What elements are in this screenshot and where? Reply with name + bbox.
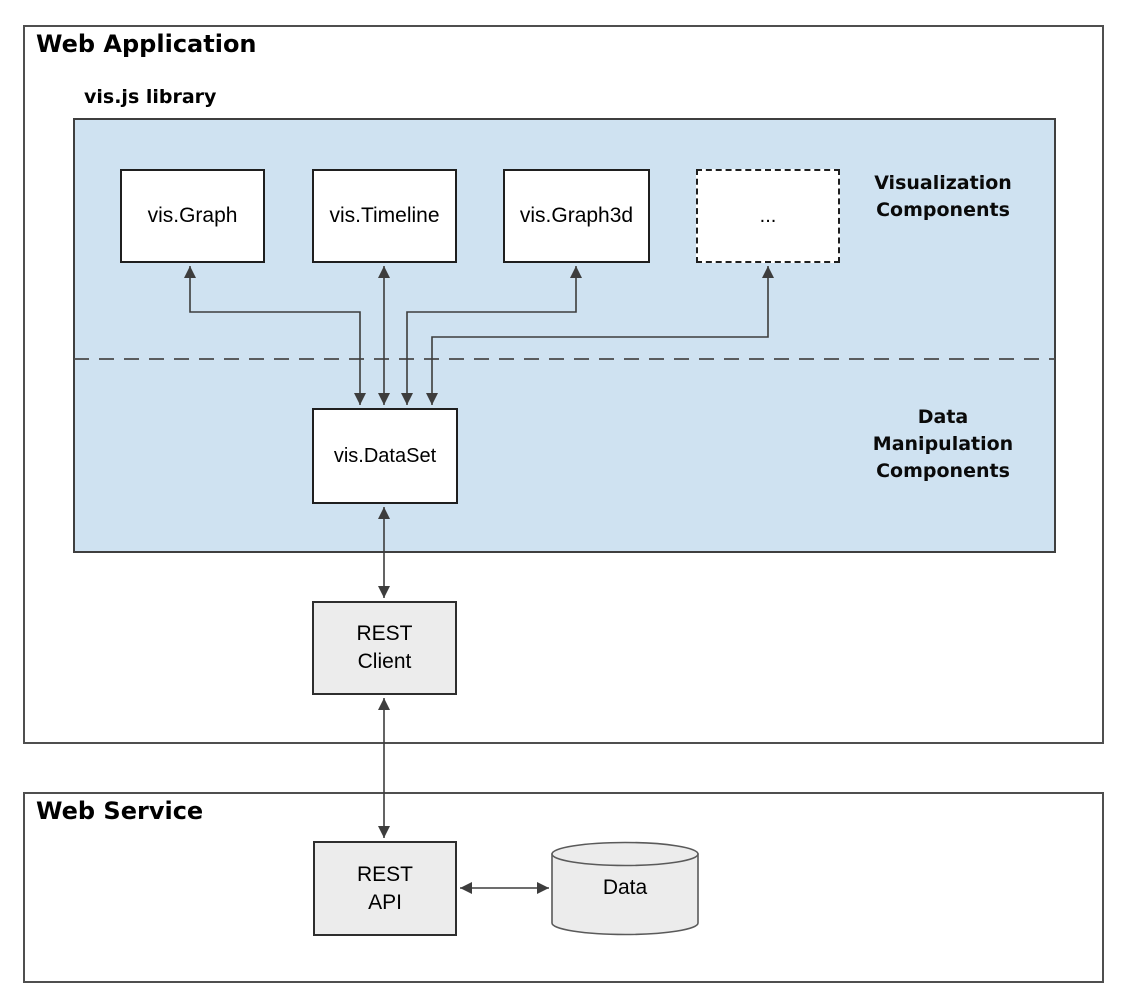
node-rest-client: REST Client [312, 601, 457, 695]
node-vis-dataset-label: vis.DataSet [333, 444, 437, 467]
node-vis-dataset: vis.DataSet [312, 408, 458, 504]
node-rest-client-label: REST Client [356, 622, 413, 673]
data-store-label: Data [552, 858, 698, 918]
node-vis-timeline: vis.Timeline [312, 169, 457, 263]
node-vis-graph3d-label: vis.Graph3d [519, 204, 634, 228]
node-rest-api: REST API [313, 841, 457, 936]
visualization-components-label: Visualization Components [874, 172, 1012, 221]
node-vis-graph-label: vis.Graph [147, 204, 238, 228]
node-vis-graph3d: vis.Graph3d [503, 169, 650, 263]
web-application-title: Web Application [36, 30, 257, 58]
data-store-label-text: Data [602, 876, 648, 899]
node-vis-timeline-label: vis.Timeline [329, 204, 440, 228]
visjs-library-label: vis.js library [84, 86, 217, 108]
web-service-title: Web Service [36, 797, 204, 825]
node-rest-api-label: REST API [356, 862, 413, 914]
data-manipulation-components-label: Data Manipulation Components [872, 406, 1014, 482]
node-more-components: ... [696, 169, 840, 263]
node-vis-graph: vis.Graph [120, 169, 265, 263]
node-more-label: ... [759, 204, 777, 227]
